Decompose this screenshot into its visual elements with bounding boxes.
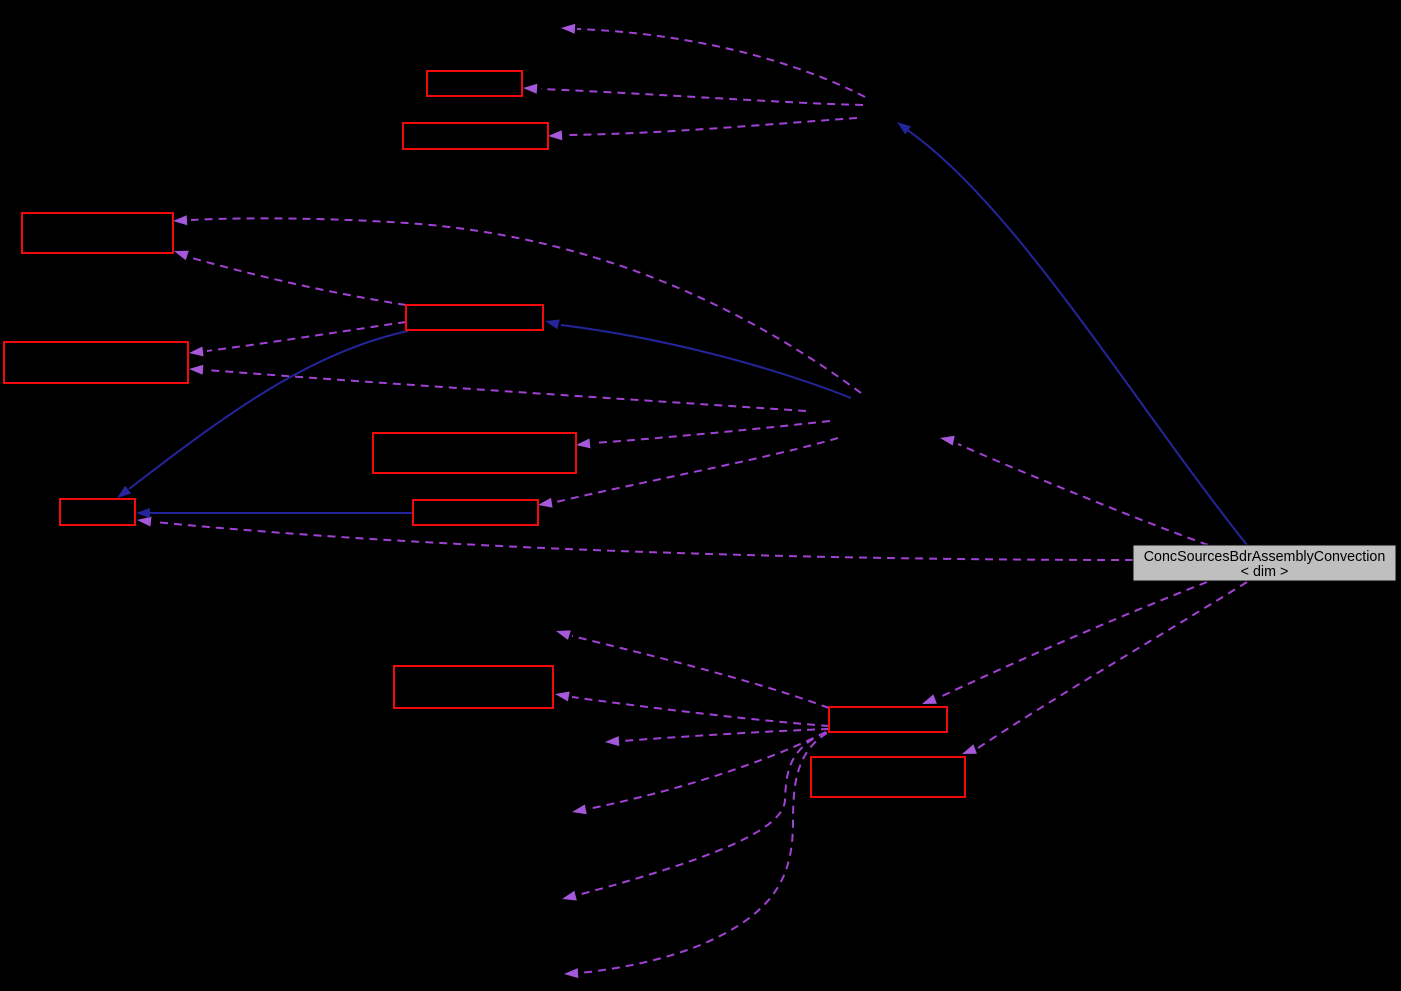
svg-text:ConcSourcesBdrAssemblyConvecti: ConcSourcesBdrAssemblyConvection xyxy=(1144,549,1386,565)
svg-text:< dim >: < dim > xyxy=(1241,564,1289,580)
